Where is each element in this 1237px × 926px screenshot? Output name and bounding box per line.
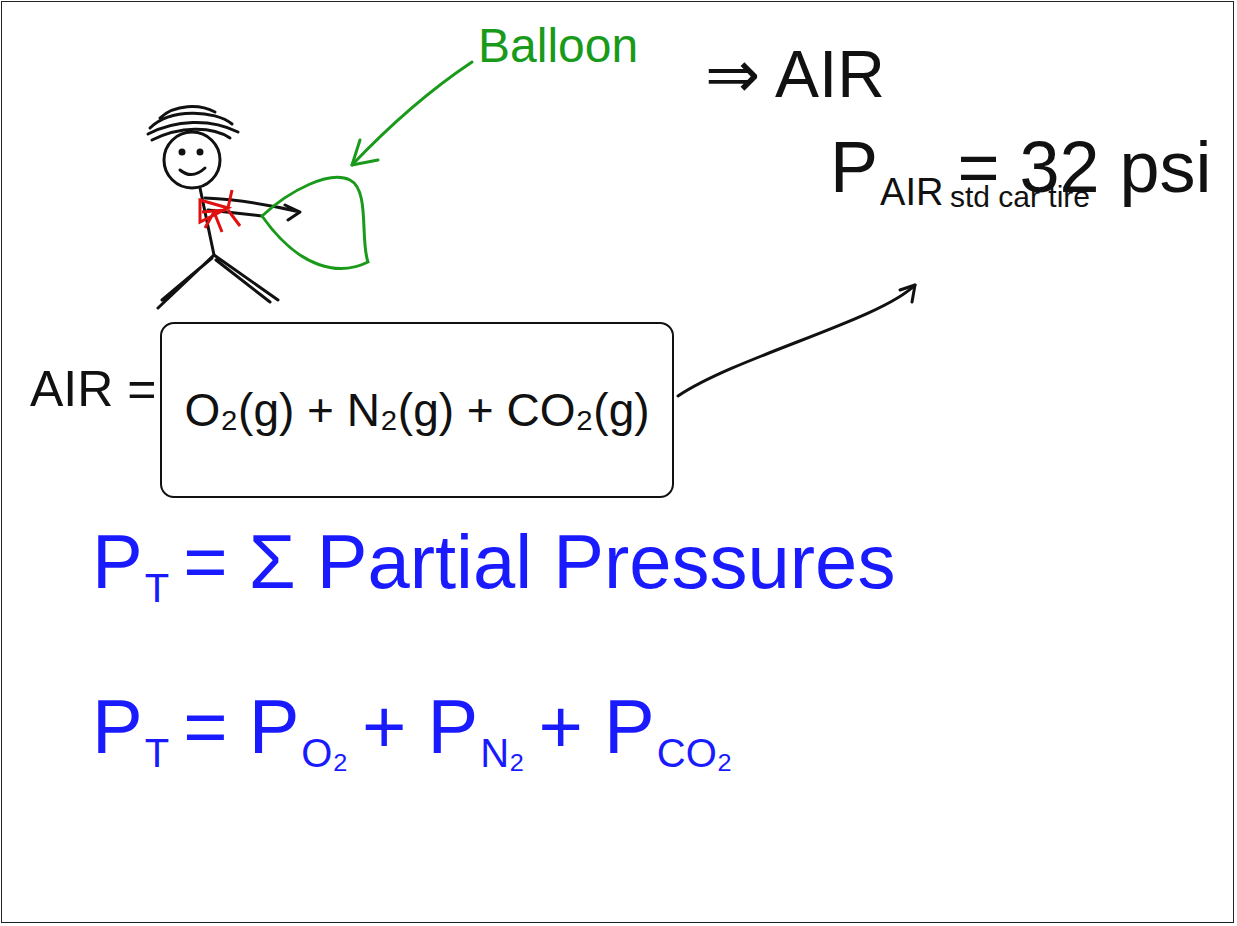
subscript: O₂ xyxy=(301,731,348,775)
callout-label: Balloon xyxy=(478,20,638,73)
formula-term: + P xyxy=(539,685,655,769)
formula-term: + P xyxy=(362,685,478,769)
subscript: AIR xyxy=(880,172,943,214)
subscript: N₂ xyxy=(480,731,524,775)
formula-row: PT= PO₂+ PN₂+ PCO₂ xyxy=(92,685,732,769)
heading-note: ⇒ AIR xyxy=(705,38,885,111)
formula-term: P xyxy=(92,520,143,604)
formula-term: = 32 psi xyxy=(957,128,1211,207)
leader-arrow xyxy=(678,285,915,396)
stick-figure xyxy=(148,107,300,308)
balloon-shape xyxy=(262,177,368,268)
formula-term: P xyxy=(92,685,143,769)
subscript: T xyxy=(145,566,169,610)
formula-term: = Σ Partial Pressures xyxy=(183,520,895,604)
subscript: T xyxy=(145,731,169,775)
box-text: O₂(g) + N₂(g) + CO₂(g) xyxy=(184,385,649,436)
subscript: CO₂ xyxy=(657,731,733,775)
red-bow xyxy=(200,190,240,232)
formula-row: PT= Σ Partial Pressures xyxy=(92,520,895,604)
formula-term: = P xyxy=(183,685,299,769)
formula-row: PAIR= 32 psi xyxy=(830,128,1212,207)
formula-term: P xyxy=(830,128,878,207)
equation-label: AIR = xyxy=(30,362,156,417)
balloon-pointer xyxy=(352,62,472,165)
formula-box: O₂(g) + N₂(g) + CO₂(g) xyxy=(160,322,674,498)
